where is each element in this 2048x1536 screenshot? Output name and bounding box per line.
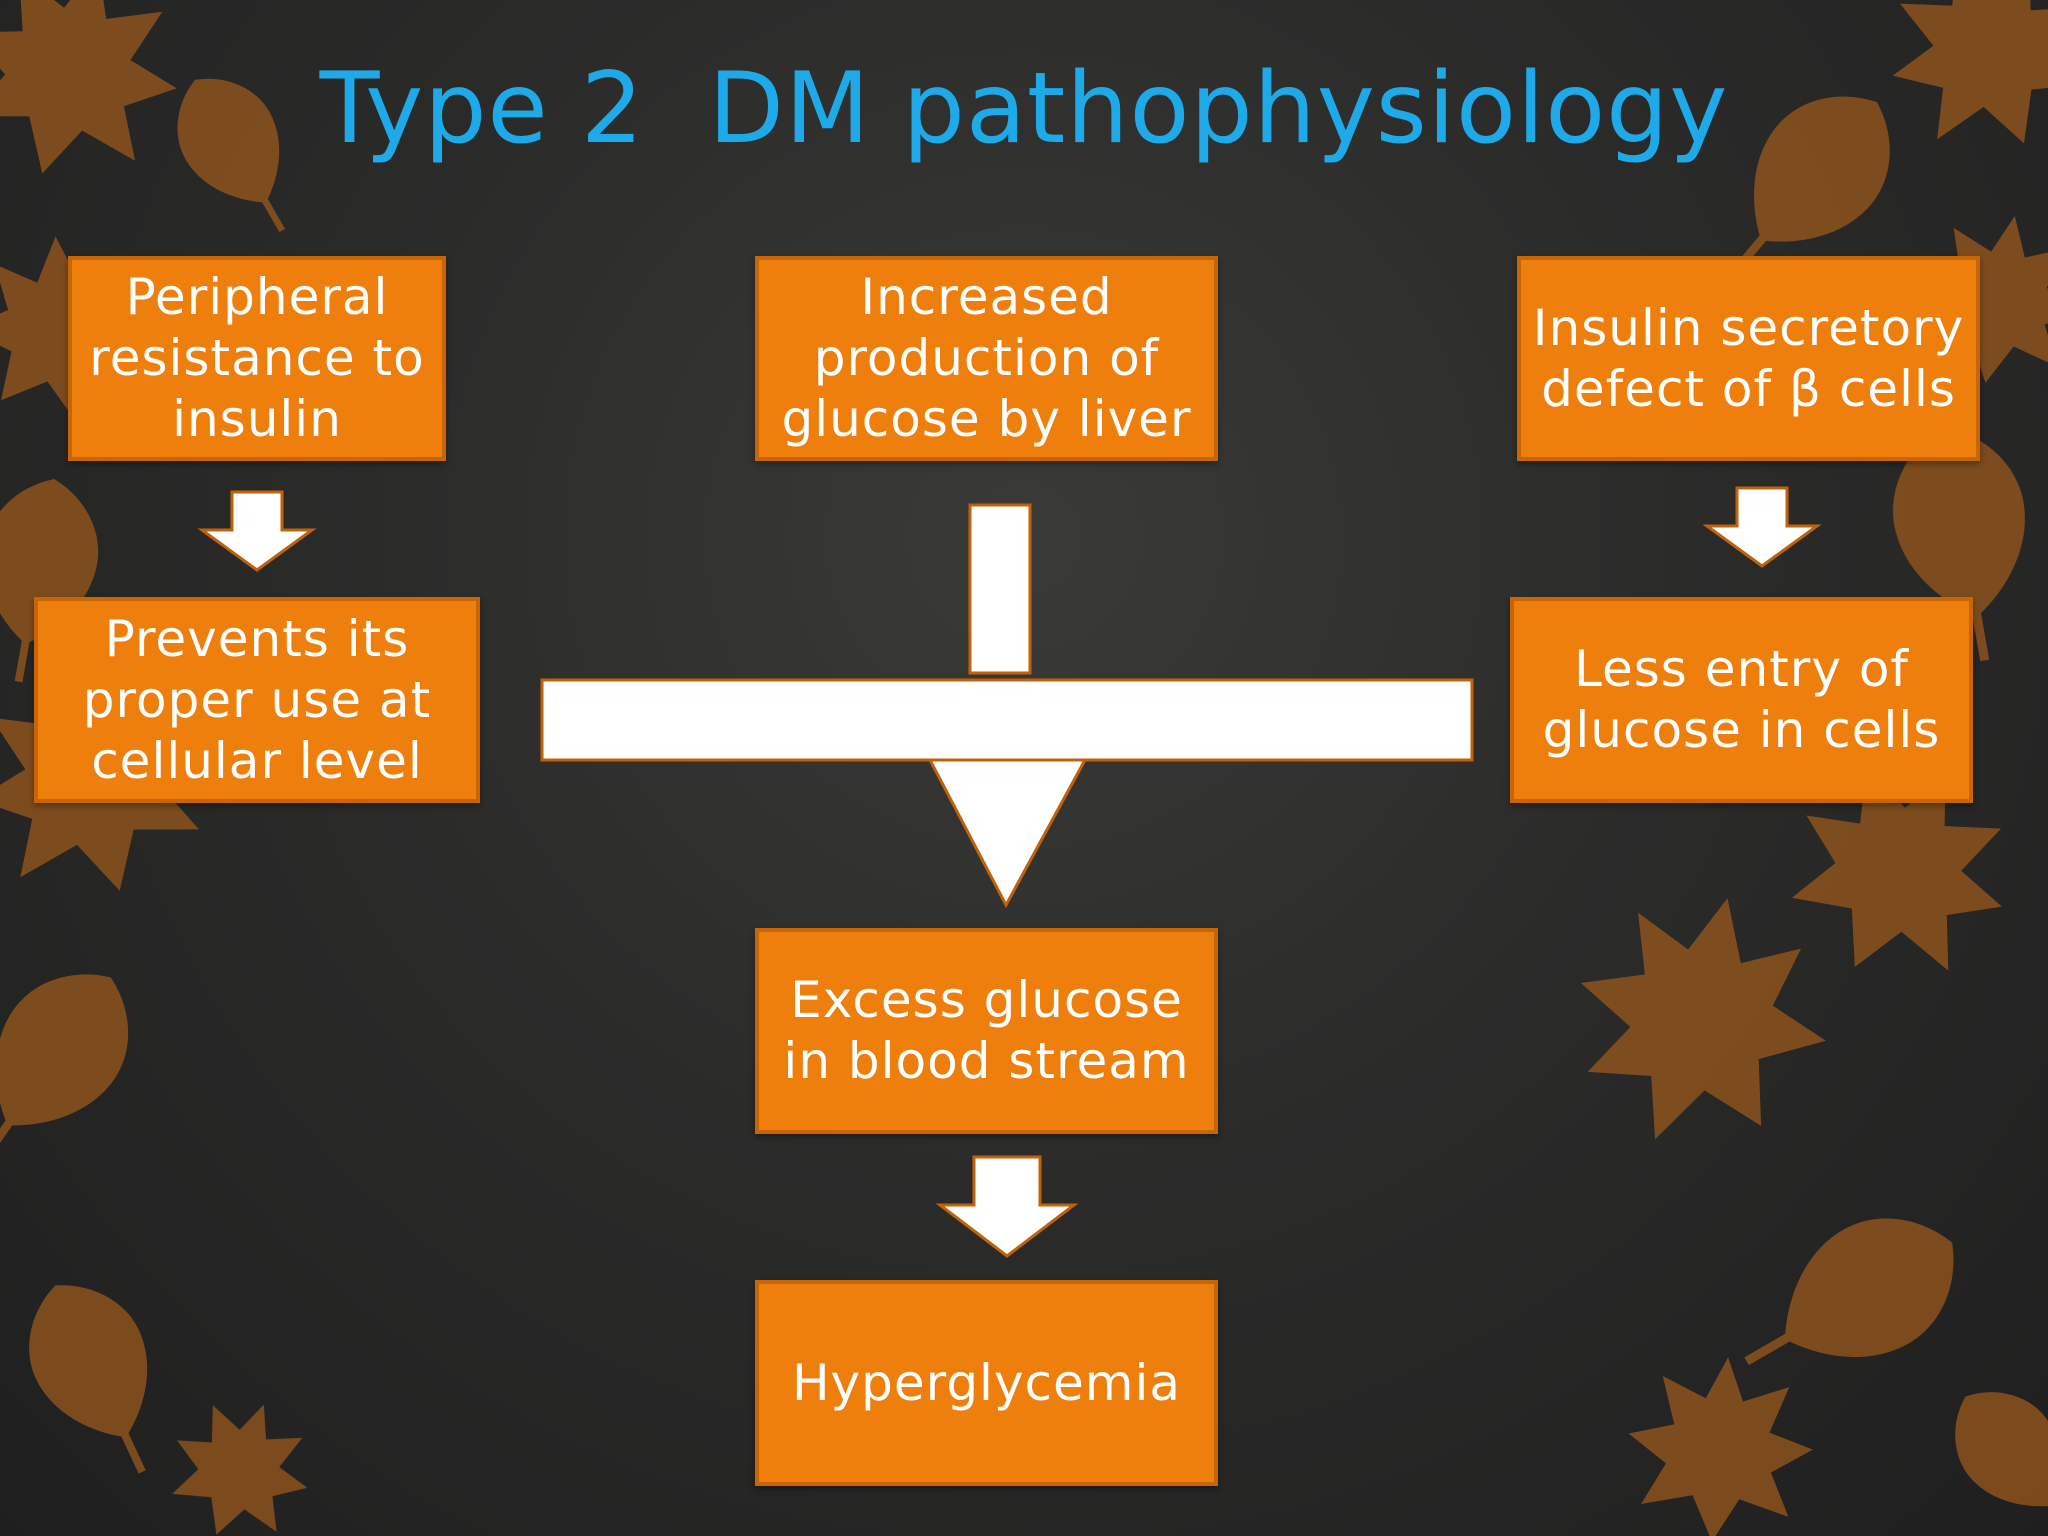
peripheral-resistance-box: Peripheral resistance to insulin — [68, 256, 446, 461]
connector-stem — [968, 503, 1032, 675]
box-label: Less entry of glucose in cells — [1542, 640, 1941, 759]
excess-glucose-box: Excess glucose in blood stream — [755, 928, 1218, 1134]
down-arrow-icon — [197, 490, 317, 572]
less-entry-box: Less entry of glucose in cells — [1510, 597, 1973, 803]
increased-production-box: Increased production of glucose by liver — [755, 256, 1218, 461]
box-label: Peripheral resistance to insulin — [89, 268, 425, 448]
down-arrow-icon — [1702, 486, 1822, 568]
box-label: Insulin secretory defect of β cells — [1532, 298, 1965, 418]
hyperglycemia-box: Hyperglycemia — [755, 1280, 1218, 1486]
down-arrow-icon — [935, 1155, 1079, 1258]
box-label: Hyperglycemia — [791, 1353, 1182, 1412]
down-arrow-icon — [927, 758, 1088, 909]
slide-title: Type 2 DM pathophysiology — [319, 52, 1729, 166]
connector-bar — [540, 678, 1474, 762]
box-label: Excess glucose in blood stream — [783, 971, 1190, 1090]
prevents-use-box: Prevents its proper use at cellular leve… — [34, 597, 480, 803]
box-label: Increased production of glucose by liver — [781, 268, 1192, 448]
insulin-secretory-box: Insulin secretory defect of β cells — [1517, 256, 1980, 461]
box-label: Prevents its proper use at cellular leve… — [82, 609, 432, 790]
